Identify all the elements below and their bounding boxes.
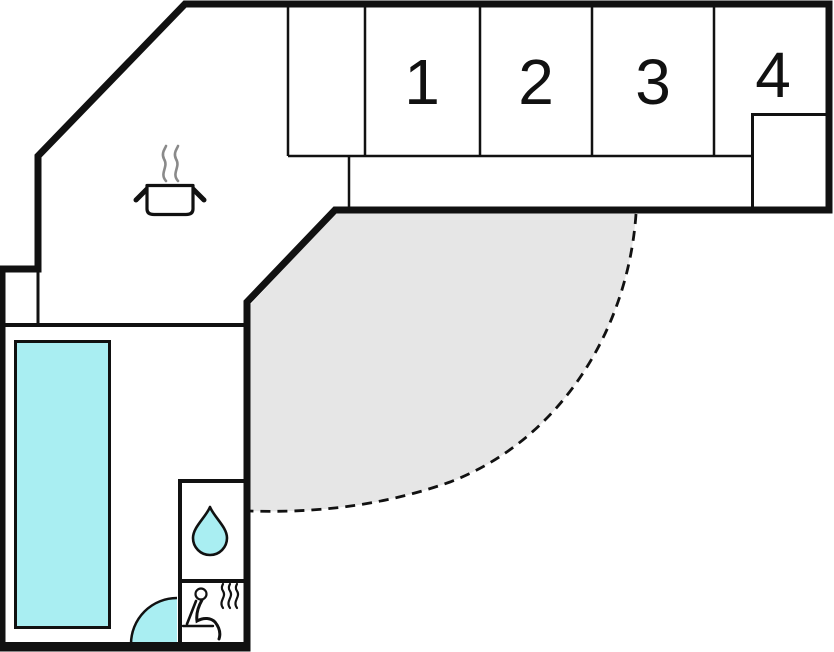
bottom-wall	[0, 642, 251, 652]
pot-handle-right	[190, 186, 207, 203]
door-swing-arc	[129, 596, 178, 645]
storage-room-walls	[751, 113, 828, 207]
pot-body	[145, 183, 195, 217]
terrace-boundary-dashed	[249, 213, 638, 513]
interior-walls	[0, 4, 828, 644]
pot-handle-left	[133, 186, 150, 203]
room-2-label: 2	[518, 46, 554, 118]
door-swing	[131, 598, 177, 644]
sauna-person-icon	[181, 582, 240, 641]
pool	[14, 340, 111, 629]
pot-steam-icon	[161, 144, 180, 183]
sauna-person-body	[195, 598, 222, 641]
sauna-steam-icon	[220, 582, 240, 610]
room-3-label: 3	[635, 46, 671, 118]
room-4-label: 4	[755, 39, 791, 111]
room-1-label: 1	[404, 46, 440, 118]
cooking-pot-icon	[133, 144, 207, 217]
water-drop-icon	[191, 505, 229, 557]
sauna-person-head	[194, 587, 208, 601]
terrace-area	[250, 213, 636, 512]
room-divider-walls	[286, 4, 716, 156]
shower-sauna-cell-walls	[178, 479, 244, 644]
sauna-person-arm	[185, 599, 198, 626]
